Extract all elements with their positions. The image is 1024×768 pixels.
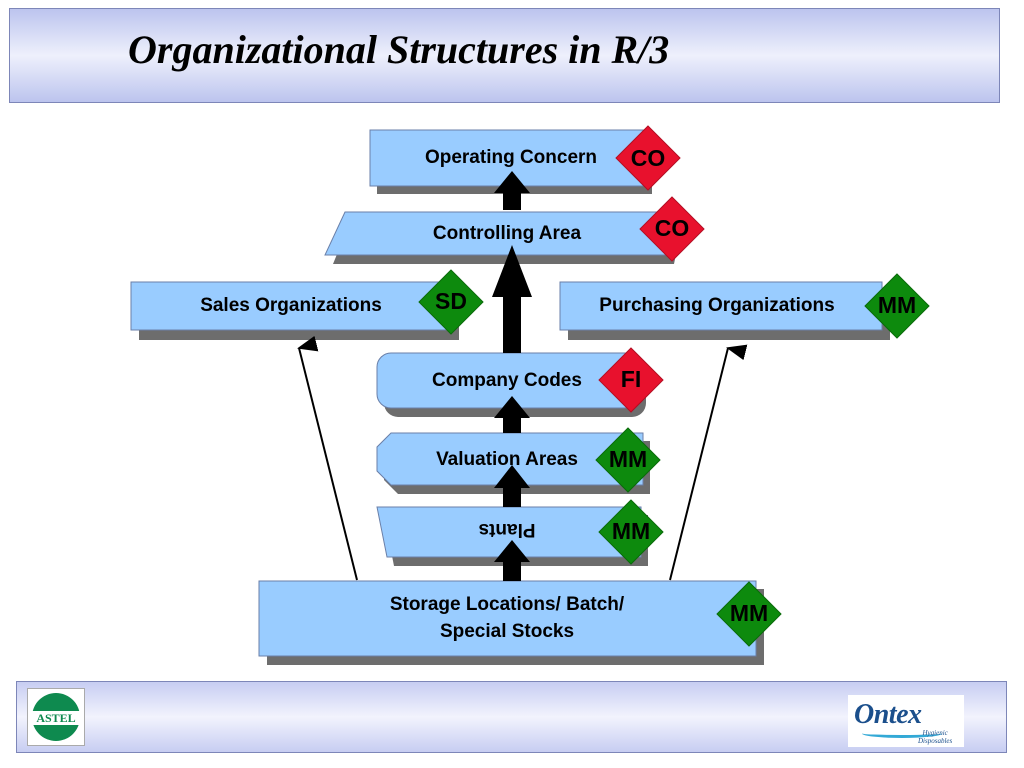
badge-diamond-sales-organizations [418, 269, 484, 335]
box-storage-locations [258, 580, 764, 665]
footer-bar [16, 681, 1007, 753]
astel-logo-text: ASTEL [36, 711, 76, 725]
badge-storage-locations: MM [729, 600, 769, 626]
arrow-storage-to-plants [494, 540, 530, 581]
label-operating-concern: Operating Concern [424, 147, 598, 168]
badge-valuation-areas: MM [608, 446, 648, 472]
badge-company-codes: FI [620, 366, 642, 392]
label-storage-locations-line2: Special Stocks [439, 621, 575, 642]
badge-diamond-plants [598, 499, 664, 565]
label-sales-organizations: Sales Organizations [200, 295, 382, 316]
badge-diamond-valuation-areas [595, 427, 661, 493]
box-plants [376, 506, 648, 566]
badge-plants: MM [611, 518, 651, 544]
badge-diamond-operating-concern [615, 125, 681, 191]
ontex-logo-name: Ontex [854, 699, 922, 730]
badge-diamond-company-codes [598, 347, 664, 413]
arrow-valuation-to-company [494, 396, 530, 433]
label-controlling-area: Controlling Area [432, 223, 582, 244]
astel-logo: ASTEL [27, 688, 85, 746]
badge-diamond-storage-locations [716, 581, 782, 647]
arrow-controlling-to-operating [494, 171, 530, 210]
thick-arrows [492, 171, 532, 581]
box-purchasing-organizations [559, 281, 890, 340]
label-valuation-areas: Valuation Areas [436, 449, 578, 470]
box-controlling-area [324, 211, 683, 264]
badge-diamond-controlling-area [639, 196, 705, 262]
badge-diamond-purchasing-organizations [864, 273, 930, 339]
badge-controlling-area: CO [654, 215, 690, 241]
arrow-storage-to-purchasing [669, 344, 748, 581]
box-sales-organizations [130, 281, 459, 340]
arrow-plants-to-valuation [494, 465, 530, 507]
label-company-codes: Company Codes [432, 370, 582, 391]
label-purchasing-organizations: Purchasing Organizations [599, 295, 835, 316]
label-storage-locations-line1: Storage Locations/ Batch/ [389, 594, 625, 615]
title-bar [9, 8, 1000, 103]
slide-title: Organizational Structures in R/3 [128, 27, 670, 72]
badge-operating-concern: CO [630, 145, 666, 171]
arrow-storage-to-sales [297, 335, 358, 581]
badge-purchasing-organizations: MM [877, 292, 917, 318]
badge-sales-organizations: SD [435, 288, 467, 314]
arrow-company-to-controlling [492, 245, 532, 353]
box-valuation-areas [376, 432, 650, 494]
